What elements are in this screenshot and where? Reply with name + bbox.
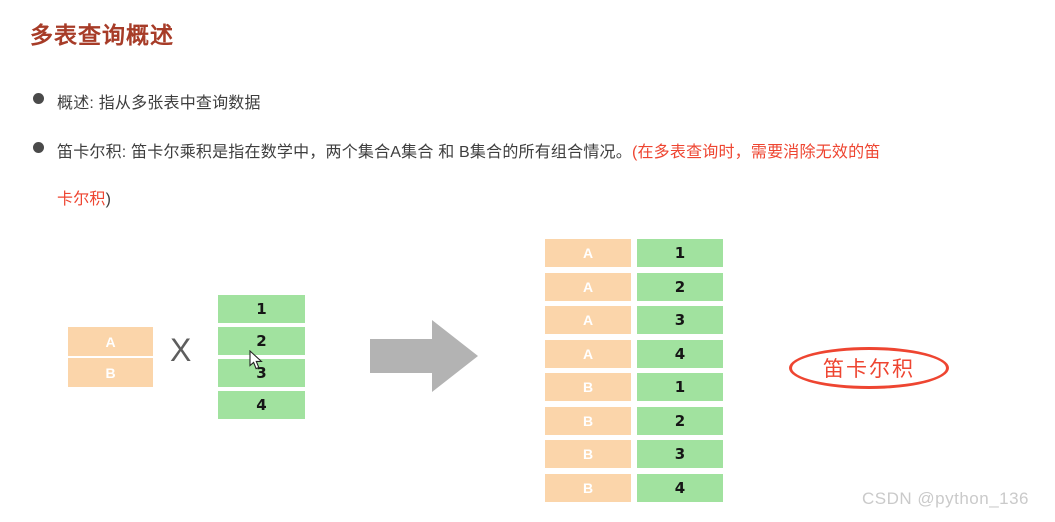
product-key-cell: B [545, 440, 631, 468]
table-b-row: 1 [218, 295, 305, 323]
table-a: A B [68, 327, 153, 387]
cartesian-warning-text: (在多表查询时，需要消除无效的笛 [631, 144, 881, 161]
callout-label: 笛卡尔积 [823, 358, 915, 381]
table-row: B 4 [545, 473, 723, 502]
bullet-dot [33, 142, 44, 153]
bullet-dot [33, 93, 44, 104]
product-value-cell: 2 [637, 406, 723, 435]
page-title: 多表查询概述 [30, 22, 174, 48]
product-value-cell: 1 [637, 373, 723, 401]
product-value-cell: 2 [637, 272, 723, 301]
table-b-row: 4 [218, 391, 305, 419]
cartesian-definition-text: 笛卡尔积: 笛卡尔乘积是指在数学中，两个集合A集合 和 B集合的所有组合情况。 [57, 144, 632, 161]
table-row: B 2 [545, 406, 723, 435]
table-row: B 3 [545, 440, 723, 468]
mouse-pointer-icon [249, 349, 263, 375]
table-b-row: 2 [218, 327, 305, 355]
cartesian-product-table: A 1 A 2 A 3 A 4 B 1 B 2 B 3 B 4 [545, 239, 723, 502]
product-value-cell: 1 [637, 239, 723, 267]
closing-paren: ) [105, 191, 112, 208]
product-value-cell: 4 [637, 339, 723, 368]
right-arrow-icon [370, 318, 480, 399]
table-row: A 1 [545, 239, 723, 267]
bullet-overview: 概述: 指从多张表中查询数据 [57, 89, 261, 113]
product-key-cell: B [545, 373, 631, 401]
product-key-cell: A [545, 306, 631, 334]
watermark: CSDN @python_136 [862, 489, 1030, 508]
table-row: B 1 [545, 373, 723, 401]
table-row: A 2 [545, 272, 723, 301]
table-row: A 3 [545, 306, 723, 334]
product-key-cell: A [545, 239, 631, 267]
product-value-cell: 3 [637, 306, 723, 334]
table-row: A 4 [545, 339, 723, 368]
table-a-row: A [68, 327, 153, 356]
product-key-cell: A [545, 272, 631, 301]
bullet-cartesian-line2: 卡尔积) [57, 185, 111, 209]
cartesian-product-callout: 笛卡尔积 [789, 347, 949, 389]
product-key-cell: B [545, 406, 631, 435]
bullet-overview-text: 概述: 指从多张表中查询数据 [57, 95, 261, 112]
bullet-cartesian-line1: 笛卡尔积: 笛卡尔乘积是指在数学中，两个集合A集合 和 B集合的所有组合情况。(… [57, 138, 880, 162]
multiply-operator: X [170, 332, 192, 368]
product-key-cell: B [545, 473, 631, 502]
table-b: 1 2 3 4 [218, 295, 305, 419]
product-key-cell: A [545, 339, 631, 368]
table-b-row: 3 [218, 359, 305, 387]
product-value-cell: 3 [637, 440, 723, 468]
product-value-cell: 4 [637, 473, 723, 502]
cartesian-warning-text-cont: 卡尔积 [57, 191, 106, 208]
table-a-row: B [68, 358, 153, 387]
